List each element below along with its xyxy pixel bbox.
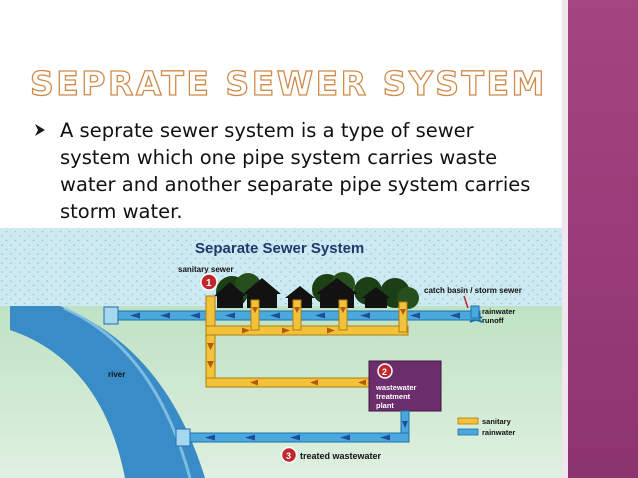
- sidebar-border: [562, 0, 568, 478]
- marker-3-label: 3: [286, 451, 291, 461]
- legend: sanitary rainwater: [457, 417, 515, 437]
- rain-sky: [0, 228, 562, 308]
- river-label: river: [108, 370, 125, 379]
- catch-basin-label: catch basin / storm sewer: [424, 286, 522, 295]
- marker-1: [200, 273, 218, 291]
- river: [10, 306, 205, 478]
- rainwater-runoff-label-1: rainwater: [482, 307, 515, 316]
- decorative-sidebar: [568, 0, 638, 478]
- house-icon: [214, 278, 390, 308]
- arrow-icon: [130, 312, 460, 319]
- marker-3: [280, 446, 298, 464]
- marker-2: [377, 363, 393, 379]
- sanitary-sewer-label: sanitary sewer: [178, 265, 234, 274]
- legend-sanitary: sanitary: [482, 417, 512, 426]
- diagram-title: Separate Sewer System: [195, 240, 364, 257]
- sanitary-pipes: [205, 295, 409, 388]
- bullet-text: A seprate sewer system is a type of sewe…: [60, 119, 531, 223]
- arrow-bullet-icon: [35, 124, 45, 136]
- rainwater-runoff-label-2: runoff: [482, 316, 504, 325]
- legend-rainwater: rainwater: [482, 428, 515, 437]
- plant-label-2: treatment: [376, 392, 411, 401]
- storm-pipe-down: [470, 305, 480, 319]
- sewer-diagram: Separate Sewer System sanitary sewer cat…: [0, 228, 562, 478]
- marker-1-label: 1: [206, 278, 212, 289]
- plant-label-1: wastewater: [375, 383, 417, 392]
- marker-2-label: 2: [382, 367, 387, 377]
- treated-wastewater-label: treated wastewater: [300, 451, 382, 461]
- plant-label-3: plant: [376, 401, 394, 410]
- slide-title: Seprate Sewer System: [29, 63, 547, 103]
